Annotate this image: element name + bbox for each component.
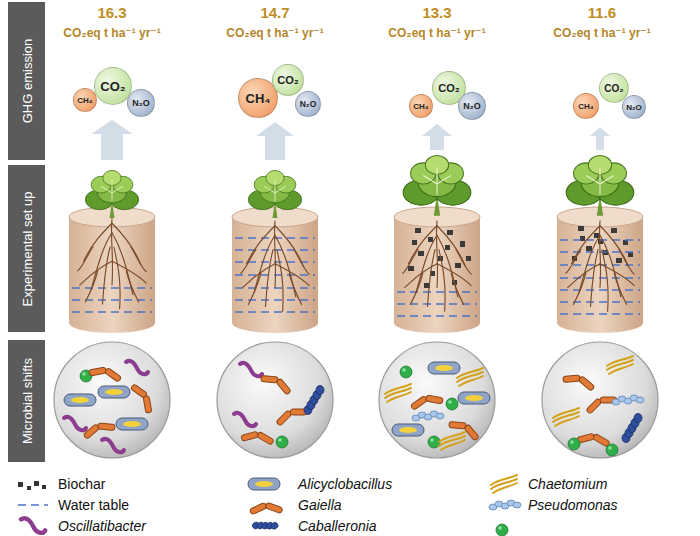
pots (69, 207, 643, 333)
legend-text: Caballeronia (298, 518, 377, 534)
gas-bubble: CH₄ (73, 88, 97, 112)
oscillatibacter-sample (21, 518, 45, 533)
legend-text: Water table (58, 497, 129, 513)
lettuce (403, 155, 471, 215)
soil-pot (394, 207, 480, 333)
emission-value: 13.3 (422, 4, 451, 21)
roots (403, 221, 471, 311)
gas-formula: CO₂ (604, 83, 623, 94)
band-label: Experimental set up (19, 191, 34, 306)
emission-unit: CO₂eq t ha⁻¹ yr⁻¹ (553, 26, 650, 40)
legend-symbols (18, 475, 521, 536)
legend-text: Oscillatibacter (58, 518, 146, 534)
pseudomonas-sample (489, 500, 521, 510)
gas-bubble: N₂O (622, 95, 646, 119)
up-arrow (422, 124, 452, 150)
gas-bubble: CH₄ (409, 94, 433, 118)
plants (78, 155, 634, 311)
legend-text: Pseudomonas (528, 497, 618, 513)
up-arrow (590, 127, 610, 150)
gas-formula: N₂O (626, 103, 642, 112)
section-band: GHG emission (8, 2, 45, 160)
lettuce (248, 171, 301, 219)
roots (566, 221, 634, 311)
legend-text: Chaetomium (528, 476, 607, 492)
chaetomium-sample (491, 475, 517, 493)
soil-pot (232, 207, 318, 333)
microbe-dishes (54, 342, 658, 458)
lettuce (85, 171, 138, 219)
emission-value: 16.3 (97, 4, 126, 21)
emission-unit: CO₂eq t ha⁻¹ yr⁻¹ (226, 26, 323, 40)
legend-text: Biochar (58, 476, 105, 492)
alicyclobacillus-sample (248, 478, 280, 490)
legend-text: Alicyclobacillus (298, 476, 392, 492)
gas-bubble: N₂O (127, 89, 155, 117)
gas-formula: N₂O (463, 101, 481, 111)
gas-formula: CO₂ (438, 82, 459, 94)
gas-bubble: CH₄ (573, 93, 599, 119)
water-table (72, 238, 640, 316)
gas-formula: CH₄ (578, 102, 593, 111)
gas-formula: N₂O (300, 99, 317, 109)
band-label: GHG emission (19, 39, 34, 124)
green-cell-sample (496, 524, 508, 536)
water-table-sample (18, 504, 48, 506)
lettuce (566, 155, 634, 215)
gas-formula: CH₄ (413, 102, 428, 111)
soil-pot (69, 207, 155, 333)
caballeronia-sample (251, 513, 279, 536)
gas-formula: N₂O (132, 98, 150, 108)
microbes (64, 356, 644, 456)
emission-arrows (91, 120, 610, 160)
gas-bubble: N₂O (295, 91, 321, 117)
up-arrow (256, 122, 294, 160)
band-label: Microbial shifts (19, 358, 34, 444)
gaiella-sample (249, 502, 283, 515)
roots (78, 219, 146, 309)
emission-unit: CO₂eq t ha⁻¹ yr⁻¹ (63, 26, 160, 40)
gas-formula: CO₂ (277, 74, 298, 86)
soil-pot (557, 207, 643, 333)
legend-text: Gaiella (298, 497, 342, 513)
section-band: Microbial shifts (8, 340, 45, 462)
emission-unit: CO₂eq t ha⁻¹ yr⁻¹ (388, 26, 485, 40)
section-band: Experimental set up (8, 165, 45, 332)
roots (241, 221, 309, 311)
gas-bubble: CO₂ (272, 64, 304, 96)
gas-formula: CH₄ (246, 91, 271, 106)
gas-formula: CO₂ (100, 79, 125, 94)
biochar-sample (18, 481, 46, 490)
emission-value: 14.7 (260, 4, 289, 21)
gas-bubble: N₂O (458, 92, 486, 120)
emission-value: 11.6 (588, 4, 616, 21)
up-arrow (91, 120, 133, 160)
gas-formula: CH₄ (77, 96, 92, 105)
